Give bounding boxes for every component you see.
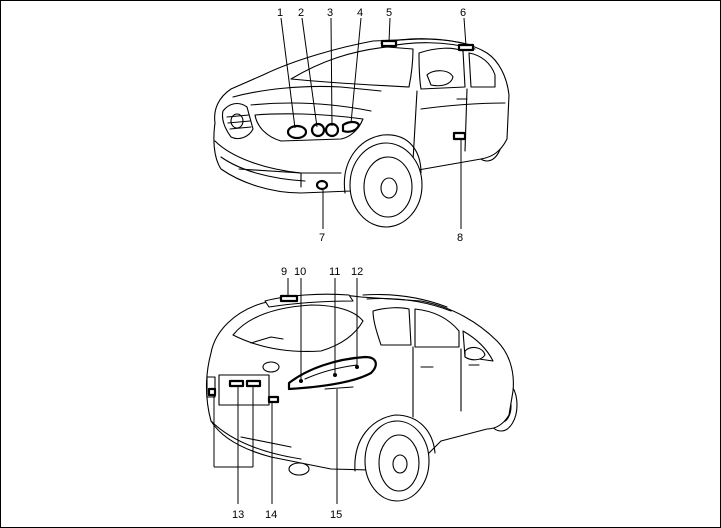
callout-6: 6 xyxy=(460,7,466,19)
callout-8: 8 xyxy=(457,232,463,244)
callout-7: 7 xyxy=(319,232,325,244)
callout-12: 12 xyxy=(351,266,363,278)
front-view-car-illustration xyxy=(214,39,509,227)
callout-1: 1 xyxy=(277,7,283,19)
callout-5: 5 xyxy=(386,7,392,19)
callout-13: 13 xyxy=(232,509,244,521)
callout-9: 9 xyxy=(281,266,287,278)
callout-4: 4 xyxy=(357,7,363,19)
callout-14: 14 xyxy=(265,509,277,521)
callout-3: 3 xyxy=(327,7,333,19)
callout-10: 10 xyxy=(294,266,306,278)
callout-11: 11 xyxy=(329,266,340,278)
callout-15: 15 xyxy=(330,509,342,521)
callout-2: 2 xyxy=(298,7,304,19)
